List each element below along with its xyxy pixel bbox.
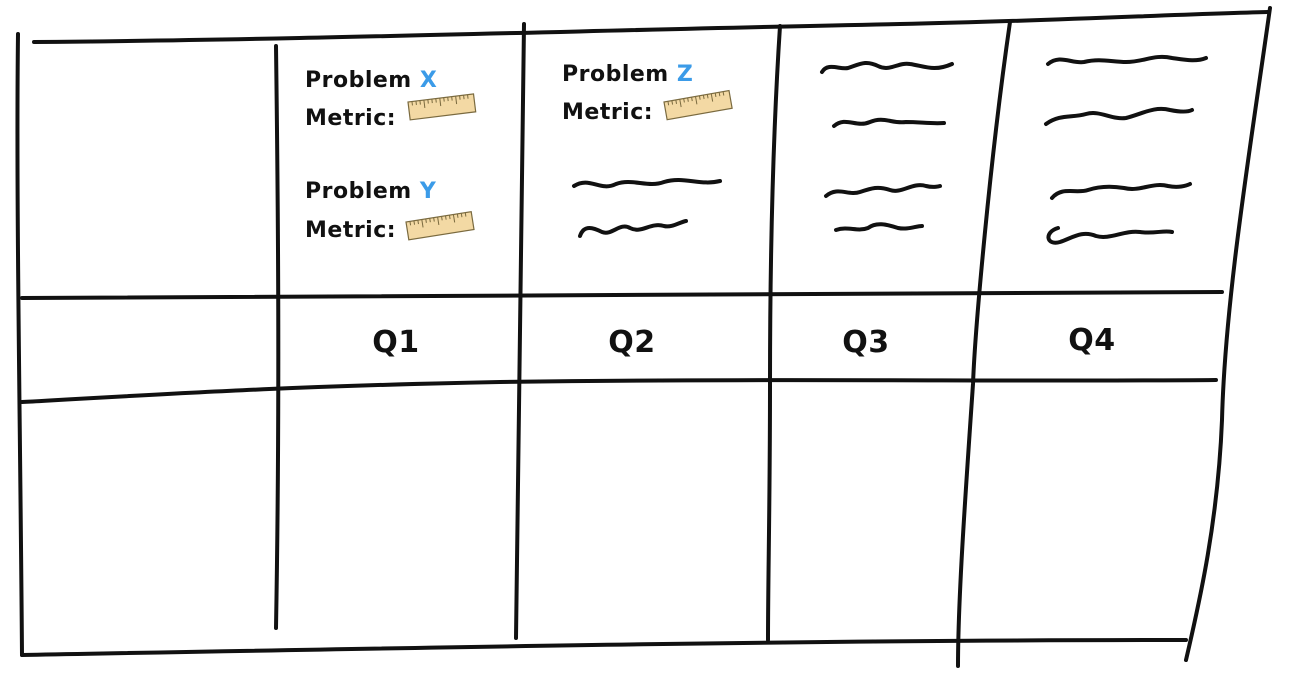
problem-x-prefix: Problem <box>305 68 420 93</box>
grid-row-divider-1 <box>20 290 1224 300</box>
problem-z-prefix: Problem <box>562 62 677 87</box>
ruler-icon <box>663 89 733 121</box>
ruler-tick <box>456 213 459 218</box>
ruler-tick <box>464 212 467 217</box>
problem-y-letter: Y <box>419 179 437 204</box>
grid-row-divider-2 <box>20 378 1218 404</box>
problem-y-item: Problem Y Metric: <box>305 179 475 243</box>
ruler-tick <box>683 98 685 103</box>
problem-x-letter: X <box>420 68 437 93</box>
ruler-tick <box>714 92 717 97</box>
grid-col-divider-1 <box>274 44 281 630</box>
ruler-tick <box>441 216 443 221</box>
quarter-label-q2: Q2 <box>608 325 655 360</box>
ruler-tick <box>421 219 424 228</box>
ruler-tick <box>413 220 416 225</box>
ruler-icon <box>405 210 475 241</box>
q3-cell <box>820 60 954 232</box>
ruler-tick <box>460 213 463 218</box>
ruler-tick <box>429 218 431 223</box>
problem-z-label: Problem Z <box>562 62 693 87</box>
ruler-tick <box>425 218 427 223</box>
ruler-tick <box>722 91 725 96</box>
problem-y-label: Problem Y <box>305 179 437 204</box>
ruler-tick <box>675 99 678 104</box>
scribble-placeholder <box>572 178 722 189</box>
problem-x-metric-label: Metric: <box>305 106 396 131</box>
scribble-placeholder <box>832 117 946 128</box>
problem-y-prefix: Problem <box>305 179 420 204</box>
scribble-placeholder <box>1046 226 1174 245</box>
grid-col-divider-3 <box>766 24 782 642</box>
ruler-tick <box>445 215 447 220</box>
quarter-label-q3: Q3 <box>842 325 889 360</box>
grid-col-divider-2 <box>514 22 526 640</box>
ruler-tick <box>706 94 709 99</box>
ruler-tick <box>702 94 705 100</box>
q2-cell: Problem Z Metric: <box>562 62 733 238</box>
ruler-tick <box>455 96 458 105</box>
problem-z-letter: Z <box>677 62 693 87</box>
ruler-tick <box>452 214 456 223</box>
quarter-labels: Q1 Q2 Q3 Q4 <box>372 323 1115 360</box>
ruler-tick <box>691 97 693 102</box>
scribble-placeholder <box>824 183 942 198</box>
ruler-tick <box>667 101 670 106</box>
grid-bottom-border <box>20 638 1188 657</box>
quarter-label-q4: Q4 <box>1068 323 1115 358</box>
scribble-placeholder <box>1050 182 1192 200</box>
problem-y-metric-label: Metric: <box>305 218 396 243</box>
scribble-placeholder <box>820 60 954 74</box>
ruler-tick <box>710 93 714 102</box>
problem-z-metric-label: Metric: <box>562 100 653 125</box>
ruler-tick <box>687 97 689 102</box>
ruler-tick <box>718 92 721 97</box>
grid-right-border <box>1184 6 1272 662</box>
grid-lines <box>15 6 1272 668</box>
ruler-tick <box>437 216 440 225</box>
quarter-label-q1: Q1 <box>372 325 419 360</box>
scribble-placeholder <box>1046 54 1208 66</box>
ruler-tick <box>409 221 412 226</box>
scribble-placeholder <box>834 222 924 232</box>
q1-cell: Problem X Metric: Problem Y Metric: <box>305 68 477 243</box>
q4-cell <box>1044 54 1208 245</box>
ruler-tick <box>433 217 435 222</box>
problem-z-item: Problem Z Metric: <box>562 62 733 125</box>
ruler-icon <box>407 93 477 121</box>
problem-x-label: Problem X <box>305 68 437 93</box>
scribble-placeholder <box>578 219 688 238</box>
ruler-tick <box>439 98 442 107</box>
grid-top-border <box>32 10 1270 44</box>
ruler-tick <box>448 215 451 220</box>
ruler-tick <box>698 95 701 100</box>
ruler-tick <box>695 96 698 105</box>
ruler-tick <box>423 99 426 109</box>
ruler-tick <box>679 99 682 108</box>
scribble-placeholder <box>1044 107 1194 126</box>
grid-left-border <box>15 32 24 657</box>
ruler-tick <box>671 100 674 105</box>
problem-x-item: Problem X Metric: <box>305 68 477 131</box>
ruler-tick <box>417 220 419 225</box>
grid-col-divider-4 <box>956 20 1012 668</box>
